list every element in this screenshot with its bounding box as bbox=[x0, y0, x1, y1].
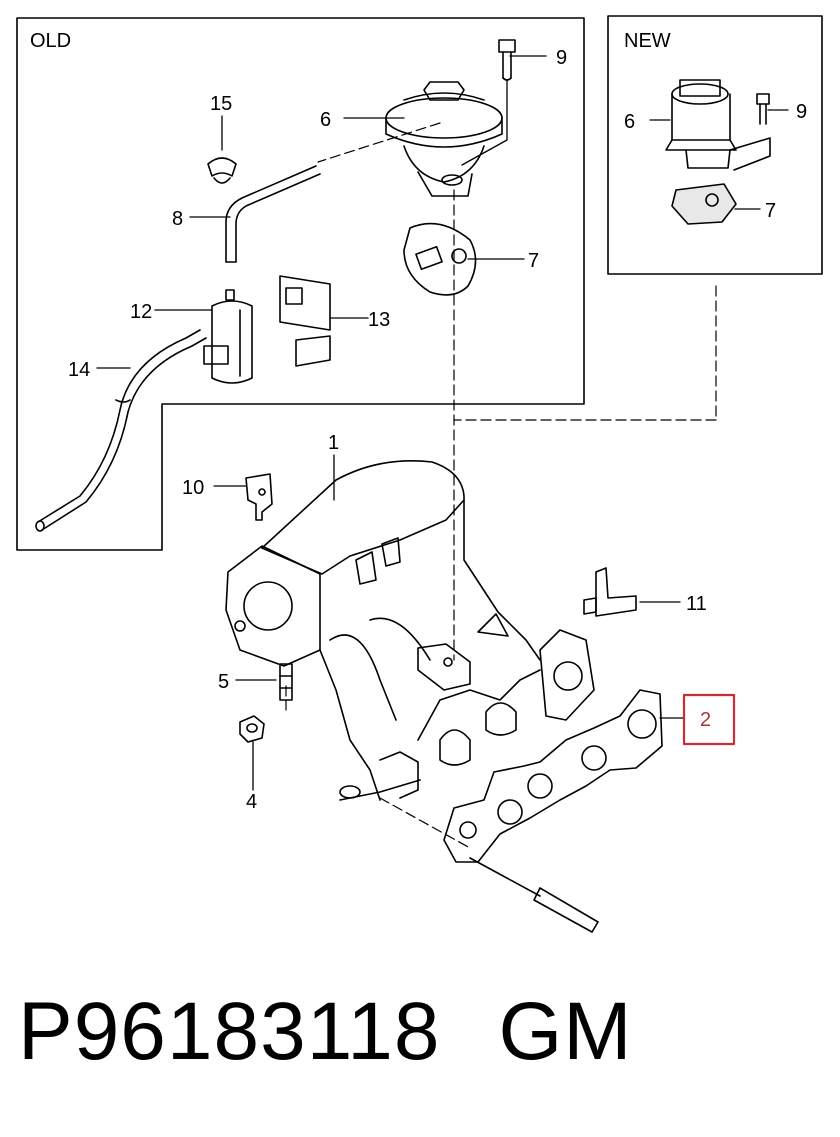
callout-13: 13 bbox=[368, 309, 390, 331]
callout-2: 2 bbox=[700, 709, 711, 731]
long-stud bbox=[469, 857, 599, 933]
callout-6-new: 6 bbox=[624, 111, 635, 133]
old-panel-label: OLD bbox=[30, 30, 71, 52]
vacuum-pipe-8 bbox=[225, 165, 321, 263]
new-egr-valve bbox=[665, 79, 771, 171]
callout-1: 1 bbox=[328, 432, 339, 454]
old-egr-valve bbox=[385, 81, 503, 197]
callout-8: 8 bbox=[172, 208, 183, 230]
callout-5: 5 bbox=[218, 671, 229, 693]
callout-15: 15 bbox=[210, 93, 232, 115]
callout-12: 12 bbox=[130, 301, 152, 323]
callout-6-old: 6 bbox=[320, 109, 331, 131]
callout-10: 10 bbox=[182, 477, 204, 499]
callout-11: 11 bbox=[686, 593, 707, 615]
bracket-11 bbox=[583, 567, 637, 617]
leader-lines bbox=[96, 55, 789, 791]
new-panel-label: NEW bbox=[624, 30, 671, 52]
part-number: P96183118 bbox=[18, 986, 441, 1077]
bracket-10 bbox=[245, 473, 273, 521]
callout-4: 4 bbox=[246, 791, 257, 813]
stud-5 bbox=[279, 663, 293, 701]
assembly-centerlines bbox=[285, 122, 717, 849]
callout-7-new: 7 bbox=[765, 200, 776, 222]
part-caption: P96183118 GM bbox=[18, 985, 838, 1095]
manifold-gasket-2 bbox=[443, 689, 663, 863]
exploded-parts-diagram: OLD NEW 1 2 4 5 6 6 7 7 8 9 9 10 11 12 1… bbox=[16, 15, 823, 933]
solenoid-12 bbox=[203, 289, 253, 384]
brand-name: GM bbox=[498, 986, 633, 1077]
callout-7-old: 7 bbox=[528, 250, 539, 272]
new-gasket-7 bbox=[671, 183, 737, 225]
old-gasket-7 bbox=[403, 222, 477, 296]
nut-4 bbox=[239, 715, 265, 743]
new-panel-frame bbox=[607, 15, 823, 275]
old-panel-frame bbox=[16, 17, 585, 551]
bracket-13 bbox=[279, 275, 331, 367]
hose-14 bbox=[35, 329, 207, 532]
hose-clip-15 bbox=[207, 157, 237, 184]
intake-manifold-1 bbox=[225, 460, 595, 801]
highlight-box-2 bbox=[682, 693, 736, 746]
callout-9-new: 9 bbox=[796, 101, 807, 123]
callout-9-old: 9 bbox=[556, 47, 567, 69]
old-bolt-9 bbox=[498, 39, 516, 81]
callout-14: 14 bbox=[68, 359, 90, 381]
new-bolt-9 bbox=[756, 93, 770, 125]
